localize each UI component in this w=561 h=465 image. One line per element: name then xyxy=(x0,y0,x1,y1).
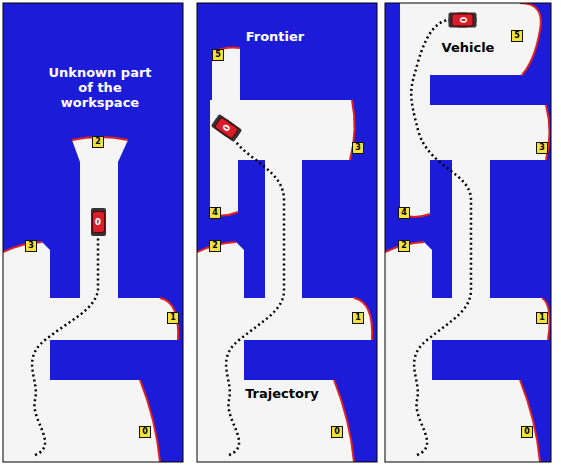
panel xyxy=(385,3,551,462)
caption-label: Frontier xyxy=(246,30,305,45)
frontier-number: 4 xyxy=(398,207,410,219)
vehicle-number: 0 xyxy=(458,17,467,23)
callout-number: 4 xyxy=(401,209,407,217)
frontier-number: 1 xyxy=(352,312,364,324)
vehicle-marker: 0 xyxy=(451,14,473,27)
frontier-number: 5 xyxy=(212,49,224,61)
callout-number: 5 xyxy=(215,51,221,59)
frontier-number: 4 xyxy=(209,207,221,219)
panel xyxy=(197,3,377,462)
frontier-number: 0 xyxy=(139,426,151,438)
trajectory xyxy=(411,20,471,455)
callout-number: 5 xyxy=(514,32,520,40)
frontier-number: 2 xyxy=(209,240,221,252)
callout-number: 0 xyxy=(334,428,340,436)
callout-number: 4 xyxy=(212,209,218,217)
callout-number: 1 xyxy=(355,314,361,322)
caption-label: Unknown part of the workspace xyxy=(40,66,160,111)
callout-number: 2 xyxy=(401,242,407,250)
frontier-number: 0 xyxy=(521,426,533,438)
callout-number: 3 xyxy=(28,242,34,250)
frontier xyxy=(385,3,550,462)
callout-number: 1 xyxy=(539,314,545,322)
frontier-number: 2 xyxy=(398,240,410,252)
callout-number: 0 xyxy=(524,428,530,436)
trajectory xyxy=(226,142,284,455)
trajectory xyxy=(32,236,98,455)
callout-number: 3 xyxy=(355,144,361,152)
frontier xyxy=(197,48,372,463)
frontier-number: 0 xyxy=(331,426,343,438)
callout-number: 1 xyxy=(170,314,176,322)
frontier-number: 1 xyxy=(536,312,548,324)
frontier xyxy=(3,137,178,462)
frontier-number: 2 xyxy=(92,136,104,148)
frontier-number: 3 xyxy=(536,142,548,154)
vehicle-number: 0 xyxy=(221,123,232,133)
vehicle-marker: 0 xyxy=(92,211,105,233)
callout-number: 2 xyxy=(95,138,101,146)
caption-label: Vehicle xyxy=(440,41,497,56)
frontier-number: 5 xyxy=(511,30,523,42)
frontier-number: 1 xyxy=(167,312,179,324)
callout-number: 3 xyxy=(539,144,545,152)
frontier-number: 3 xyxy=(352,142,364,154)
vehicle-number: 0 xyxy=(95,218,101,227)
caption-label: Trajectory xyxy=(243,387,321,402)
panel xyxy=(3,3,183,462)
callout-number: 2 xyxy=(212,242,218,250)
frontier-number: 3 xyxy=(25,240,37,252)
callout-number: 0 xyxy=(142,428,148,436)
